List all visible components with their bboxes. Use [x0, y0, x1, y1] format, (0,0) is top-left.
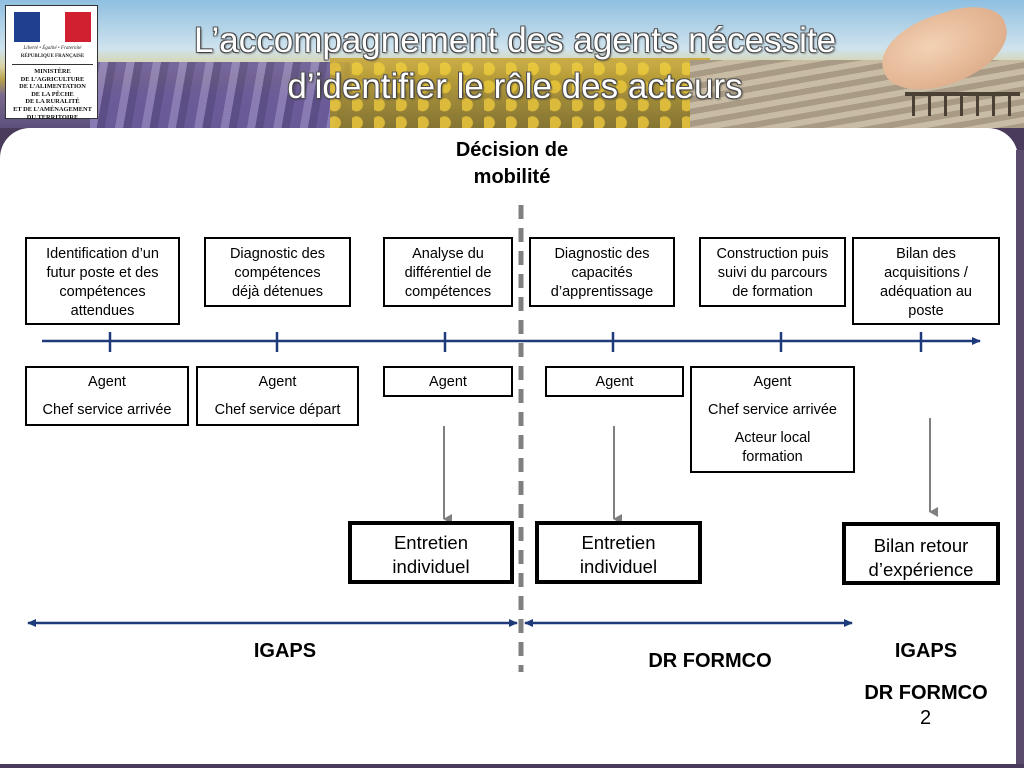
- slide-title-line2: d’identifier le rôle des acteurs: [287, 67, 743, 106]
- marianne-flag-icon: [14, 12, 92, 42]
- step-box-diagnostic-competences: Diagnostic des compétences déjà détenues: [204, 237, 351, 307]
- interview-box: Entretien individuel: [535, 521, 702, 584]
- bilan-retour-box: Bilan retour d’expérience: [842, 522, 1000, 585]
- actor-box: Agent Chef service arrivée Acteur local …: [690, 366, 855, 473]
- sunflower-field-image: [330, 58, 710, 128]
- step-box-diagnostic-capacites: Diagnostic des capacités d’apprentissage: [529, 237, 675, 307]
- logo-separator: [12, 64, 93, 65]
- logo-motto: Liberté • Égalité • Fraternité: [23, 46, 82, 51]
- logo-republic: RÉPUBLIQUE FRANÇAISE: [20, 54, 85, 59]
- header-banner: [0, 0, 1024, 128]
- lavender-field-image: [90, 62, 350, 128]
- step-box-analyse-differentiel: Analyse du différentiel de compétences: [383, 237, 513, 307]
- page-number: 2: [920, 707, 932, 729]
- content-panel: [0, 128, 1018, 764]
- actor-box: Agent Chef service départ: [196, 366, 359, 426]
- logo-ministry: MINISTÈRE DE L’AGRICULTURE DE L’ALIMENTA…: [13, 68, 92, 121]
- step-box-construction-parcours: Construction puis suivi du parcours de f…: [699, 237, 846, 307]
- responsible-drformco: DR FORMCO: [648, 650, 772, 672]
- actor-box: Agent Chef service arrivée: [25, 366, 189, 426]
- panel-edge: [1016, 150, 1024, 764]
- step-box-identification: Identification d’un futur poste et des c…: [25, 237, 180, 325]
- step-box-bilan-acquisitions: Bilan des acquisitions / adéquation au p…: [852, 237, 1000, 325]
- slide-title-line1: L’accompagnement des agents nécessite: [193, 21, 837, 60]
- ministry-logo: Liberté • Égalité • Fraternité RÉPUBLIQU…: [5, 5, 98, 121]
- responsible-igaps-right: IGAPS: [894, 640, 958, 662]
- pier-posts-image: [912, 92, 1012, 116]
- actor-box: Agent: [545, 366, 684, 397]
- responsible-drformco-right: DR FORMCO: [864, 682, 988, 704]
- responsible-igaps: IGAPS: [253, 640, 317, 662]
- decision-label: Décision de mobilité: [455, 139, 569, 188]
- slide-title: L’accompagnement des agents nécessite d’…: [120, 18, 910, 110]
- actor-box: Agent: [383, 366, 513, 397]
- interview-box: Entretien individuel: [348, 521, 514, 584]
